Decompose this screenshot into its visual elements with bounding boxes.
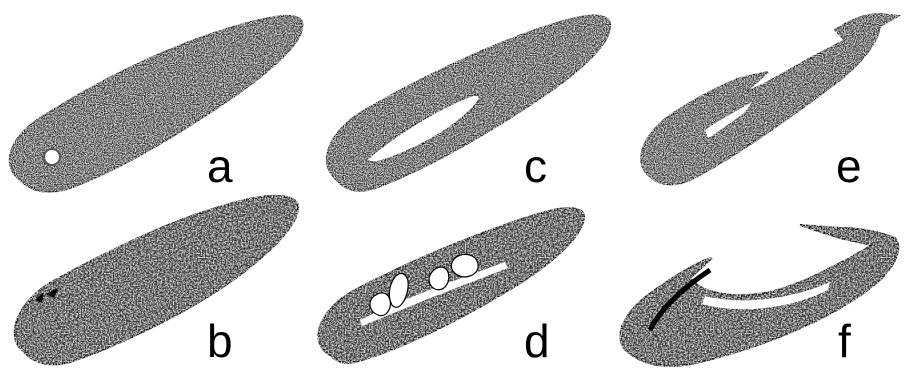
panel-b: b	[15, 196, 298, 367]
panel-f: f	[620, 225, 898, 367]
panel-c: c	[327, 16, 610, 193]
pore-a	[44, 149, 60, 165]
panel-e: e	[641, 14, 898, 192]
emerging-cell-1	[370, 293, 390, 316]
emerging-cell-4	[451, 254, 478, 277]
panel-label-b: b	[207, 315, 233, 367]
panel-label-f: f	[838, 315, 851, 367]
cell-body-f	[620, 225, 898, 366]
panel-label-e: e	[836, 140, 862, 192]
cell-body-c	[327, 16, 610, 191]
panel-label-d: d	[524, 315, 550, 367]
panel-a: a	[10, 16, 303, 192]
panel-label-c: c	[524, 140, 547, 192]
panel-d: d	[318, 208, 584, 367]
panel-label-a: a	[207, 140, 233, 192]
cell-body-b	[15, 196, 298, 364]
